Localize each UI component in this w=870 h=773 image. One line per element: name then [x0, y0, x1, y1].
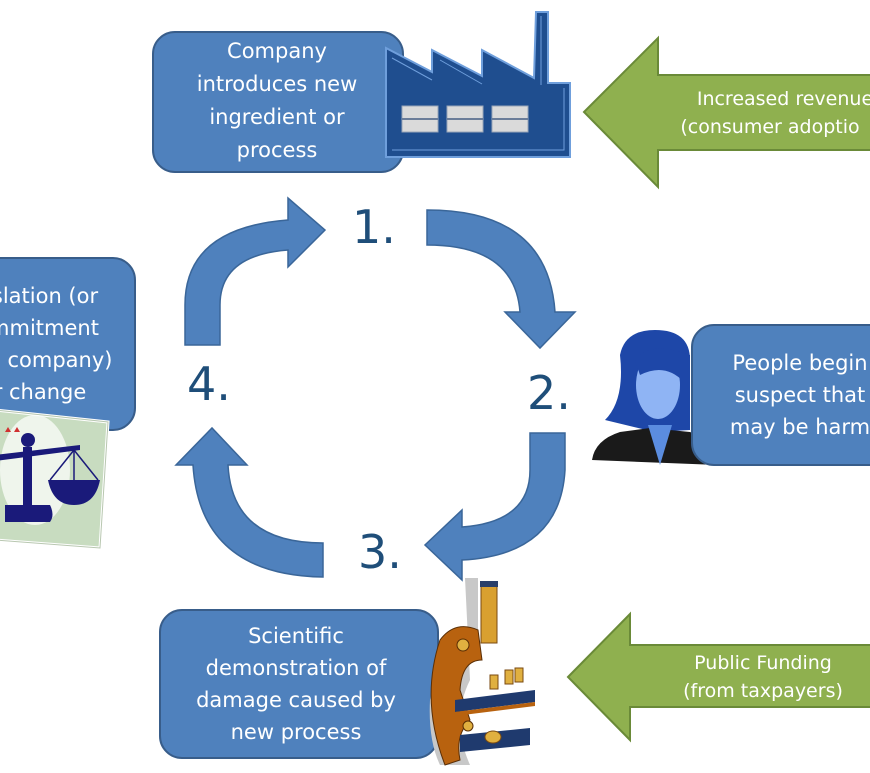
step-4-line-1: slation (or [0, 284, 98, 308]
step-2-box: People begin suspect that may be harm [691, 324, 870, 466]
funding-line-2: (from taxpayers) [683, 680, 843, 702]
cycle-arrow-2-to-3 [423, 432, 566, 582]
step-4-line-2: mmitment [0, 316, 99, 340]
step-3-line-2: demonstration of [206, 656, 387, 680]
step-3-line-3: damage caused by [196, 688, 396, 712]
step-1-line-2: introduces new [197, 72, 358, 96]
input-arrow-public-funding: Public Funding (from taxpayers) [566, 611, 870, 743]
scales-of-justice-icon [0, 409, 110, 550]
cycle-arrows [174, 196, 577, 582]
step-4-box: slation (or mmitment n company) r change [0, 257, 136, 431]
step-3-line-1: Scientific [248, 624, 344, 648]
step-2-line-3: may be harm [730, 415, 870, 439]
step-number-2: 2. [527, 366, 571, 420]
cycle-arrow-3-to-4 [174, 426, 324, 578]
step-1-line-4: process [237, 138, 318, 162]
microscope-icon [429, 578, 535, 766]
step-3-box: Scientific demonstration of damage cause… [159, 609, 439, 759]
revenue-line-2: (consumer adoptio [680, 116, 859, 138]
input-arrow-revenue: Increased revenue (consumer adoptio [582, 35, 870, 190]
factory-icon [385, 11, 571, 158]
step-1-line-3: ingredient or [209, 105, 345, 129]
woman-icon [592, 330, 718, 465]
step-2-line-1: People begin [732, 351, 867, 375]
step-2-line-2: suspect that [735, 383, 866, 407]
step-number-4: 4. [187, 357, 231, 411]
step-3-line-4: new process [231, 720, 362, 744]
step-number-3: 3. [358, 525, 402, 579]
step-1-box: Company introduces new ingredient or pro… [152, 31, 404, 173]
step-4-line-4: r change [0, 380, 86, 404]
cycle-arrow-4-to-1 [184, 196, 327, 346]
step-1-line-1: Company [227, 39, 327, 63]
cycle-arrow-1-to-2 [426, 209, 577, 350]
funding-line-1: Public Funding [694, 652, 832, 674]
revenue-line-1: Increased revenue [697, 88, 870, 110]
step-number-1: 1. [352, 200, 396, 254]
step-4-line-3: n company) [0, 348, 112, 372]
